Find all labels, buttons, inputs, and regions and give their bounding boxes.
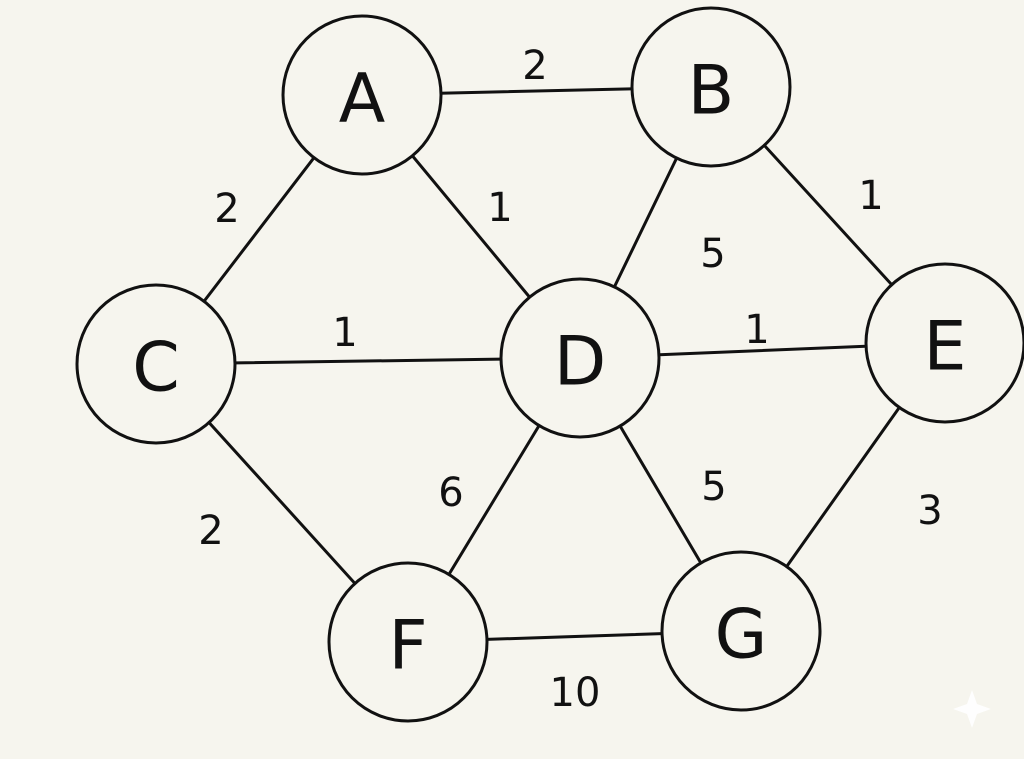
node-label-D: D	[554, 323, 606, 402]
node-F: F	[327, 561, 489, 723]
node-D: D	[499, 277, 661, 439]
node-label-B: B	[688, 52, 735, 131]
edge-weight-A-C: 2	[214, 186, 239, 232]
node-circle-D	[499, 277, 661, 439]
edge-weight-D-G: 5	[701, 464, 726, 510]
edge-weight-A-D: 1	[487, 185, 512, 231]
node-circle-A	[281, 14, 443, 176]
nodes-layer: A B C D E F G	[75, 6, 1024, 723]
node-B: B	[630, 6, 792, 168]
edge-weight-B-D: 5	[700, 231, 725, 277]
edge-weight-D-F: 6	[438, 470, 463, 516]
node-label-E: E	[924, 308, 967, 387]
edge-weight-C-D: 1	[332, 310, 357, 356]
node-label-A: A	[339, 60, 386, 139]
node-C: C	[75, 283, 237, 445]
node-circle-G	[660, 550, 822, 712]
sparkle-icon	[953, 690, 991, 728]
node-circle-B	[630, 6, 792, 168]
node-circle-F	[327, 561, 489, 723]
edge-weight-A-B: 2	[522, 43, 547, 89]
edge-weight-F-G: 10	[550, 670, 601, 716]
node-circle-C	[75, 283, 237, 445]
node-circle-E	[864, 262, 1024, 424]
node-E: E	[864, 262, 1024, 424]
node-A: A	[281, 14, 443, 176]
node-label-F: F	[388, 607, 427, 686]
node-label-G: G	[715, 596, 768, 675]
edge-weight-E-G: 3	[917, 488, 942, 534]
edge-weight-B-E: 1	[858, 173, 883, 219]
node-label-C: C	[132, 329, 179, 408]
edge-weight-D-E: 1	[744, 307, 769, 353]
edge-weight-C-F: 2	[198, 508, 223, 554]
node-G: G	[660, 550, 822, 712]
